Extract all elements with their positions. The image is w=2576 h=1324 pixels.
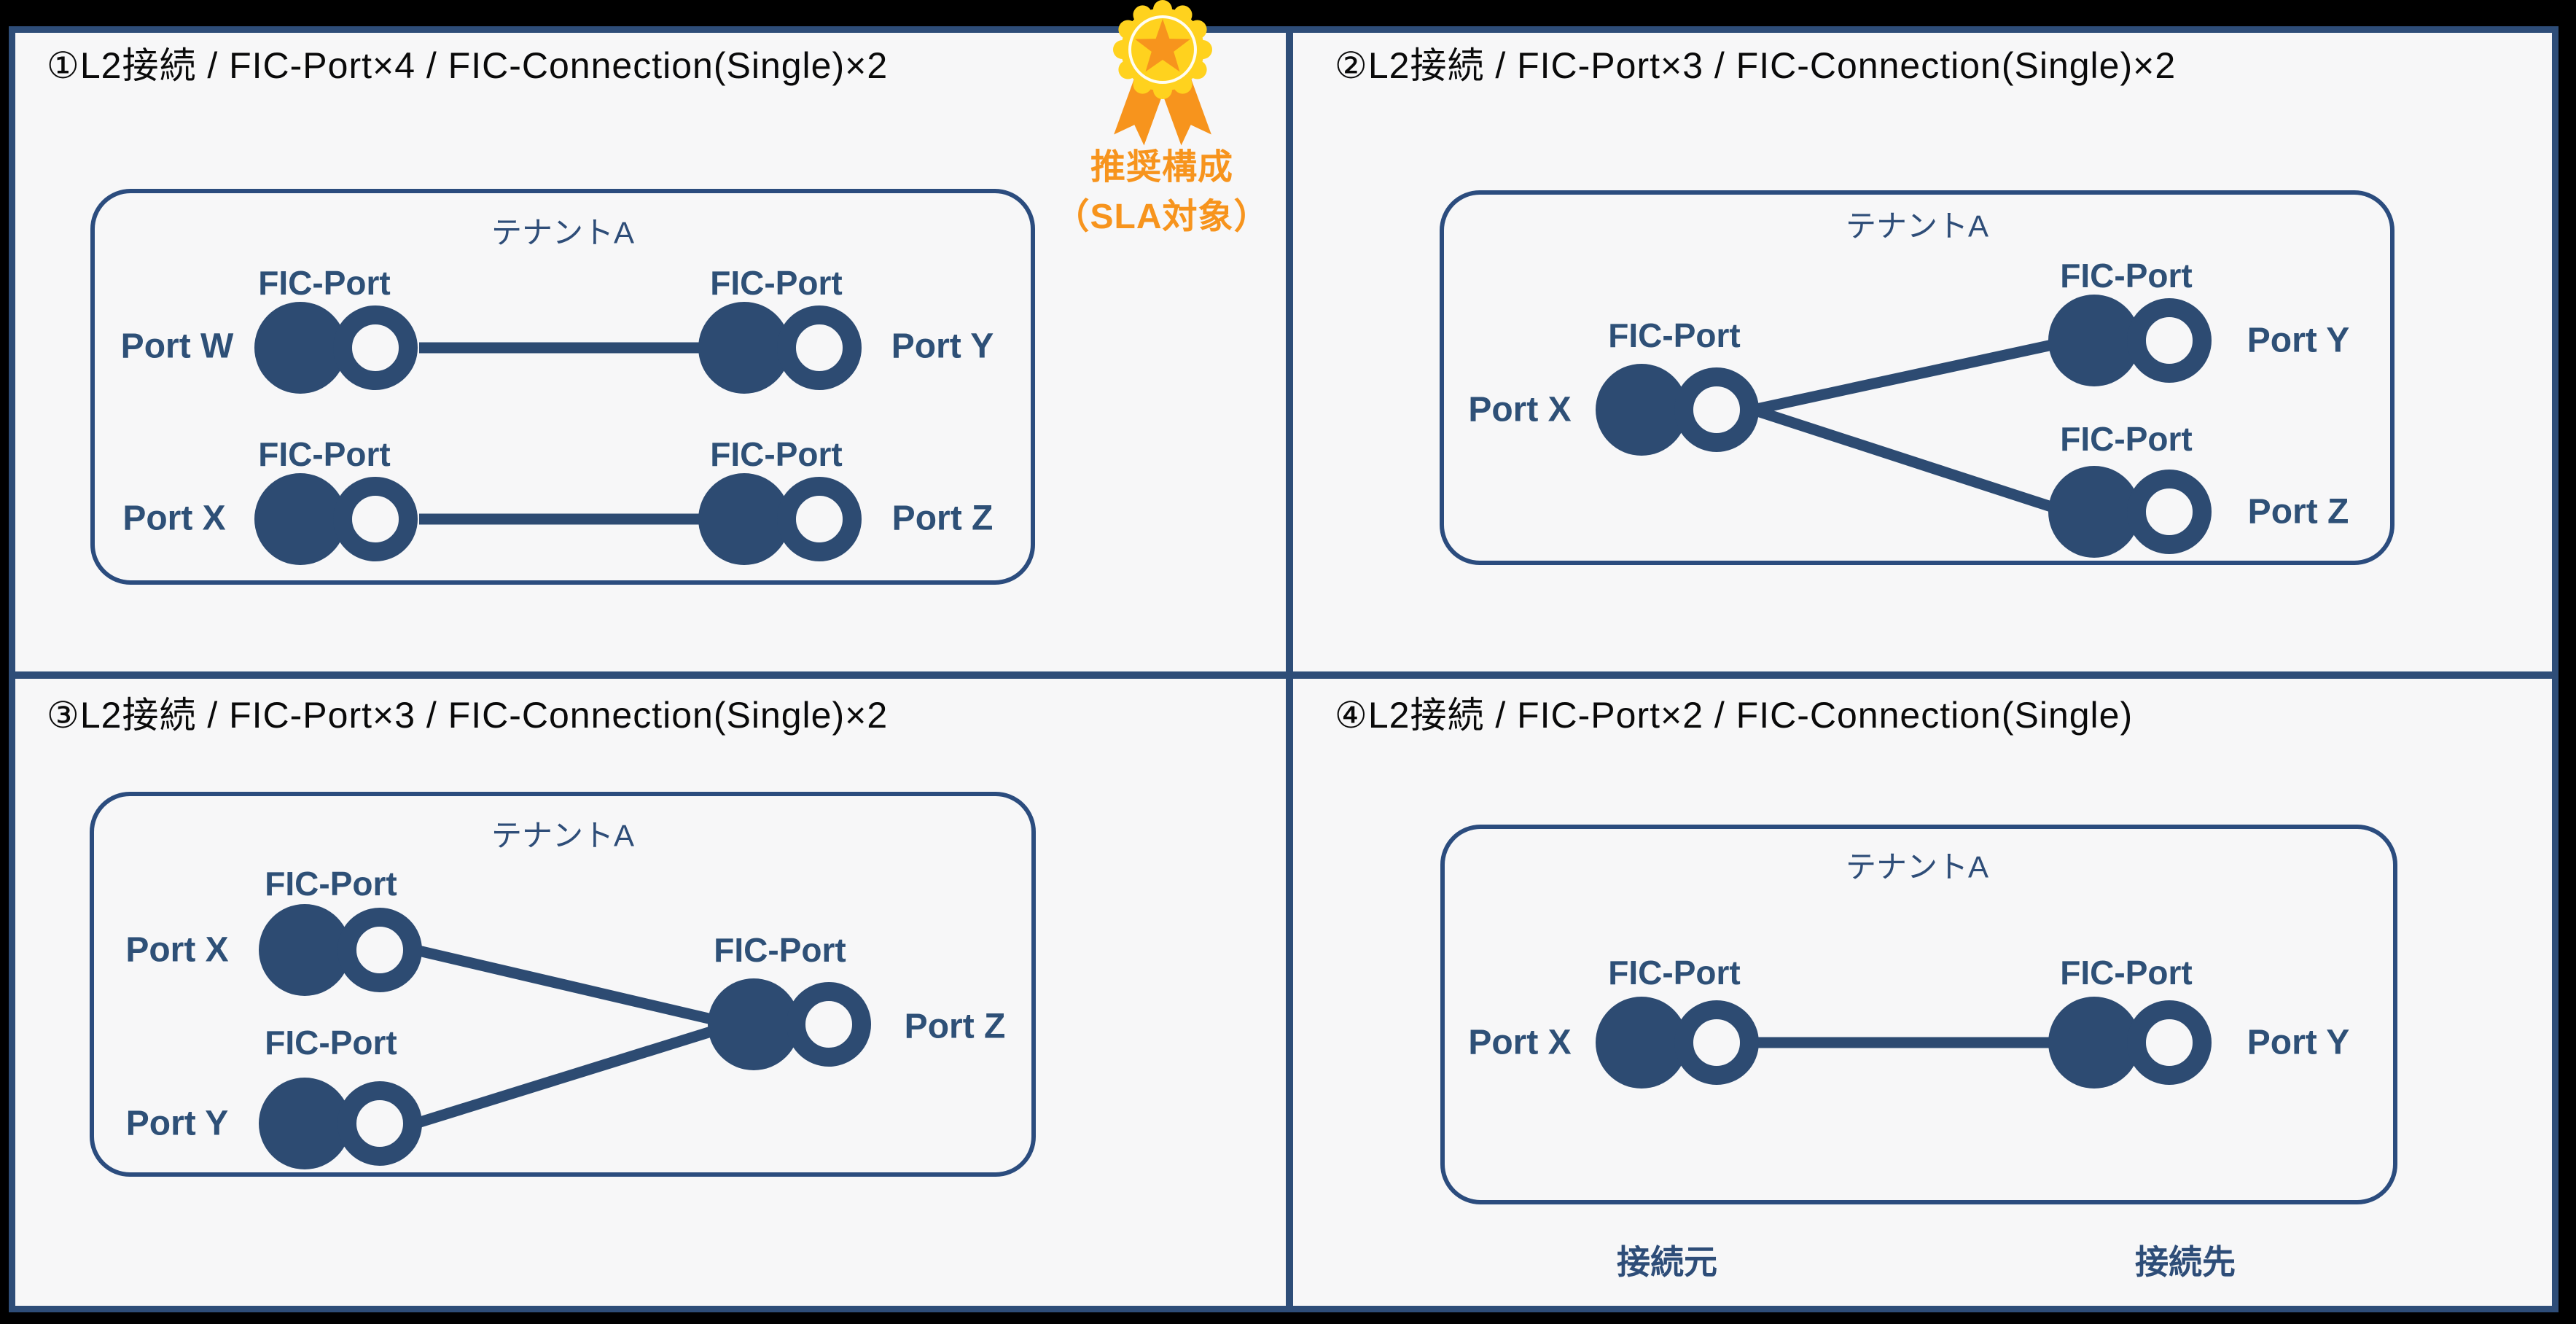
fic-port-label: FIC-Port <box>2060 420 2193 458</box>
tenant-box <box>90 792 1036 1177</box>
port-name: Port X <box>122 499 226 538</box>
quadrant3-title: ③L2接続 / FIC-Port×3 / FIC-Connection(Sing… <box>47 695 889 736</box>
panel-divider-horizontal <box>9 671 2559 679</box>
medal-icon <box>1113 0 1212 146</box>
star-icon <box>1135 19 1190 72</box>
port-name: Port Y <box>2247 1023 2350 1062</box>
fic-port-label: FIC-Port <box>265 1024 397 1062</box>
port-name: Port Z <box>2247 492 2349 531</box>
fic-port-label: FIC-Port <box>258 435 391 473</box>
quadrant2-title: ②L2接続 / FIC-Port×3 / FIC-Connection(Sing… <box>1335 45 2177 86</box>
fic-port-icon <box>698 302 862 394</box>
panel-divider-vertical <box>1286 26 1293 1312</box>
sla-target-label: （SLA対象） <box>1054 198 1270 236</box>
fic-port-icon <box>259 904 422 996</box>
fic-port-icon <box>2048 466 2212 558</box>
tenant-label: テナントA <box>1845 209 1989 244</box>
tenant-label: テナントA <box>491 215 635 250</box>
fic-port-icon <box>254 473 418 565</box>
fic-port-icon <box>259 1078 422 1169</box>
panel-frame <box>9 26 2559 1312</box>
connection-source-label: 接続元 <box>1617 1243 1717 1281</box>
connection-line <box>1751 404 2058 514</box>
port-name: Port Y <box>125 1104 229 1143</box>
tenant-label: テナントA <box>1845 849 1989 884</box>
quadrant4-title: ④L2接続 / FIC-Port×2 / FIC-Connection(Sing… <box>1335 695 2134 736</box>
fic-port-icon <box>2048 295 2212 386</box>
port-name: Port Z <box>904 1007 1006 1046</box>
fic-port-label: FIC-Port <box>1608 316 1741 354</box>
port-name: Port X <box>1468 1023 1572 1062</box>
port-name: Port Z <box>891 499 994 538</box>
fic-port-label: FIC-Port <box>265 865 397 903</box>
fic-port-label: FIC-Port <box>714 931 846 969</box>
fic-port-label: FIC-Port <box>1608 954 1741 992</box>
quadrant1-title: ①L2接続 / FIC-Port×4 / FIC-Connection(Sing… <box>47 45 889 86</box>
port-name: Port Y <box>891 327 994 366</box>
fic-port-icon <box>1596 997 1759 1089</box>
tenant-box <box>1440 825 2397 1204</box>
fic-port-icon <box>698 473 862 565</box>
fic-port-label: FIC-Port <box>710 264 843 302</box>
port-name: Port X <box>125 930 229 970</box>
fic-port-label: FIC-Port <box>2060 257 2193 295</box>
port-name: Port W <box>120 327 234 366</box>
fic-port-label: FIC-Port <box>2060 954 2193 992</box>
connection-line <box>1752 338 2057 416</box>
connection-line <box>413 1024 720 1129</box>
port-name: Port Y <box>2247 321 2350 360</box>
tenant-label: テナントA <box>491 818 635 853</box>
port-name: Port X <box>1468 390 1572 429</box>
fic-port-label: FIC-Port <box>258 264 391 302</box>
fic-port-icon <box>1596 364 1759 456</box>
recommended-config-label: 推奨構成 <box>1090 148 1234 187</box>
fic-port-icon <box>2048 997 2212 1089</box>
fic-port-icon <box>708 978 871 1070</box>
fic-port-label: FIC-Port <box>710 435 843 473</box>
tenant-box <box>90 189 1035 585</box>
connection-line <box>414 944 719 1027</box>
tenant-box <box>1440 190 2394 565</box>
fic-port-icon <box>254 302 418 394</box>
connection-destination-label: 接続先 <box>2135 1243 2236 1281</box>
